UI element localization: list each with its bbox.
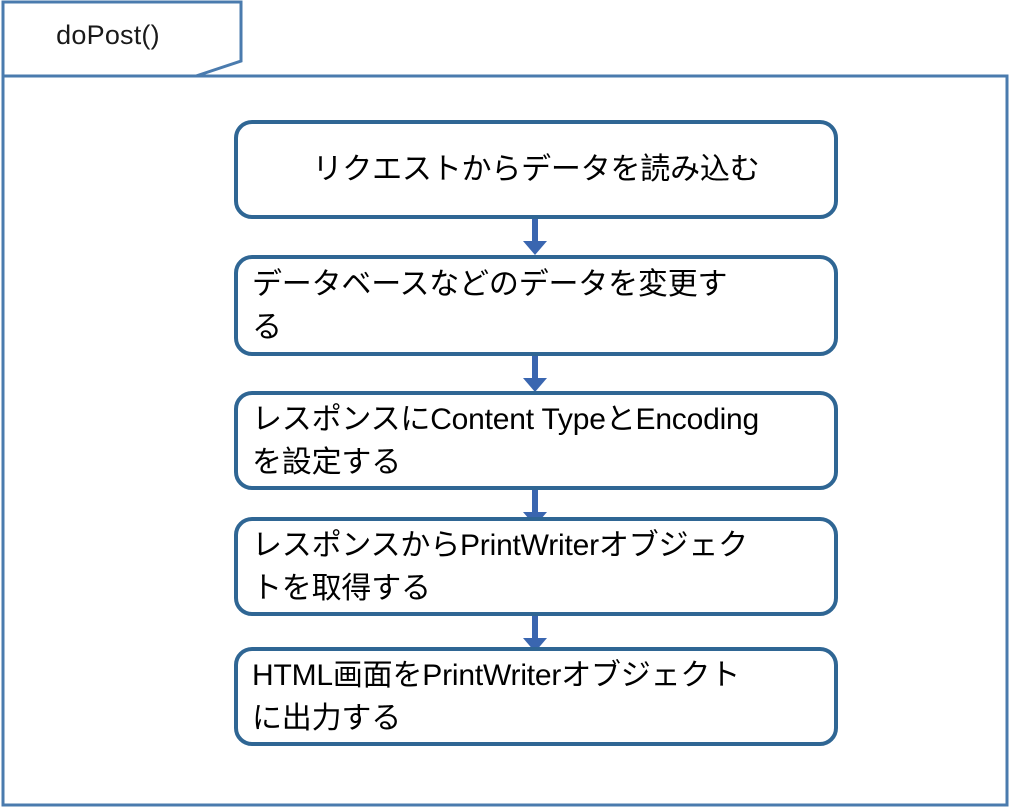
arrow-head bbox=[523, 378, 547, 392]
arrow-shaft bbox=[532, 356, 538, 379]
flowchart-arrow-1 bbox=[520, 219, 550, 255]
arrow-head bbox=[523, 241, 547, 255]
flowchart-node-2-label: データベースなどのデータを変更す る bbox=[252, 267, 728, 344]
flowchart-node-1[interactable]: リクエストからデータを読み込む bbox=[234, 120, 838, 219]
flowchart-node-5[interactable]: HTML画面をPrintWriterオブジェクト に出力する bbox=[234, 647, 838, 746]
frame-tab-outline bbox=[1, 0, 243, 805]
arrow-shaft bbox=[532, 616, 538, 639]
flowchart-node-2[interactable]: データベースなどのデータを変更す る bbox=[234, 255, 838, 356]
flowchart-node-3-label: レスポンスにContent TypeとEncoding を設定する bbox=[252, 402, 760, 479]
flowchart-node-3[interactable]: レスポンスにContent TypeとEncoding を設定する bbox=[234, 391, 838, 490]
flowchart-node-1-label: リクエストからデータを読み込む bbox=[312, 153, 760, 186]
frame-tab-label: doPost() bbox=[56, 20, 160, 50]
flowchart-node-4[interactable]: レスポンスからPrintWriterオブジェク トを取得する bbox=[234, 517, 838, 616]
flowchart-arrow-2 bbox=[520, 356, 550, 392]
flowchart-node-5-label: HTML画面をPrintWriterオブジェクト に出力する bbox=[252, 658, 740, 735]
flowchart-node-4-label: レスポンスからPrintWriterオブジェク トを取得する bbox=[252, 528, 748, 605]
arrow-shaft bbox=[532, 490, 538, 513]
arrow-shaft bbox=[532, 219, 538, 242]
